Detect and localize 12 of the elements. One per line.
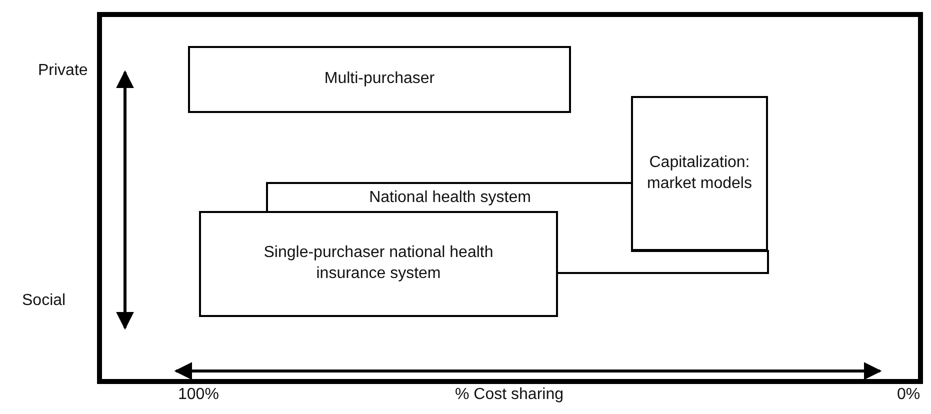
axis-tick-label: 0% [897, 386, 920, 404]
axis-title: % Cost sharing [455, 386, 564, 404]
box-label: National health system [369, 188, 531, 208]
model-box [631, 96, 768, 251]
axis-tick-label: 100% [178, 386, 219, 404]
box-label: Multi-purchaser [324, 69, 435, 90]
model-box [199, 211, 558, 317]
model-box [188, 46, 571, 113]
box-label: Single-purchaser national health insurance system [262, 243, 494, 284]
axis-label: Social [22, 292, 66, 310]
box-label: Capitalization: market models [646, 152, 753, 194]
axis-label: Private [38, 62, 88, 80]
